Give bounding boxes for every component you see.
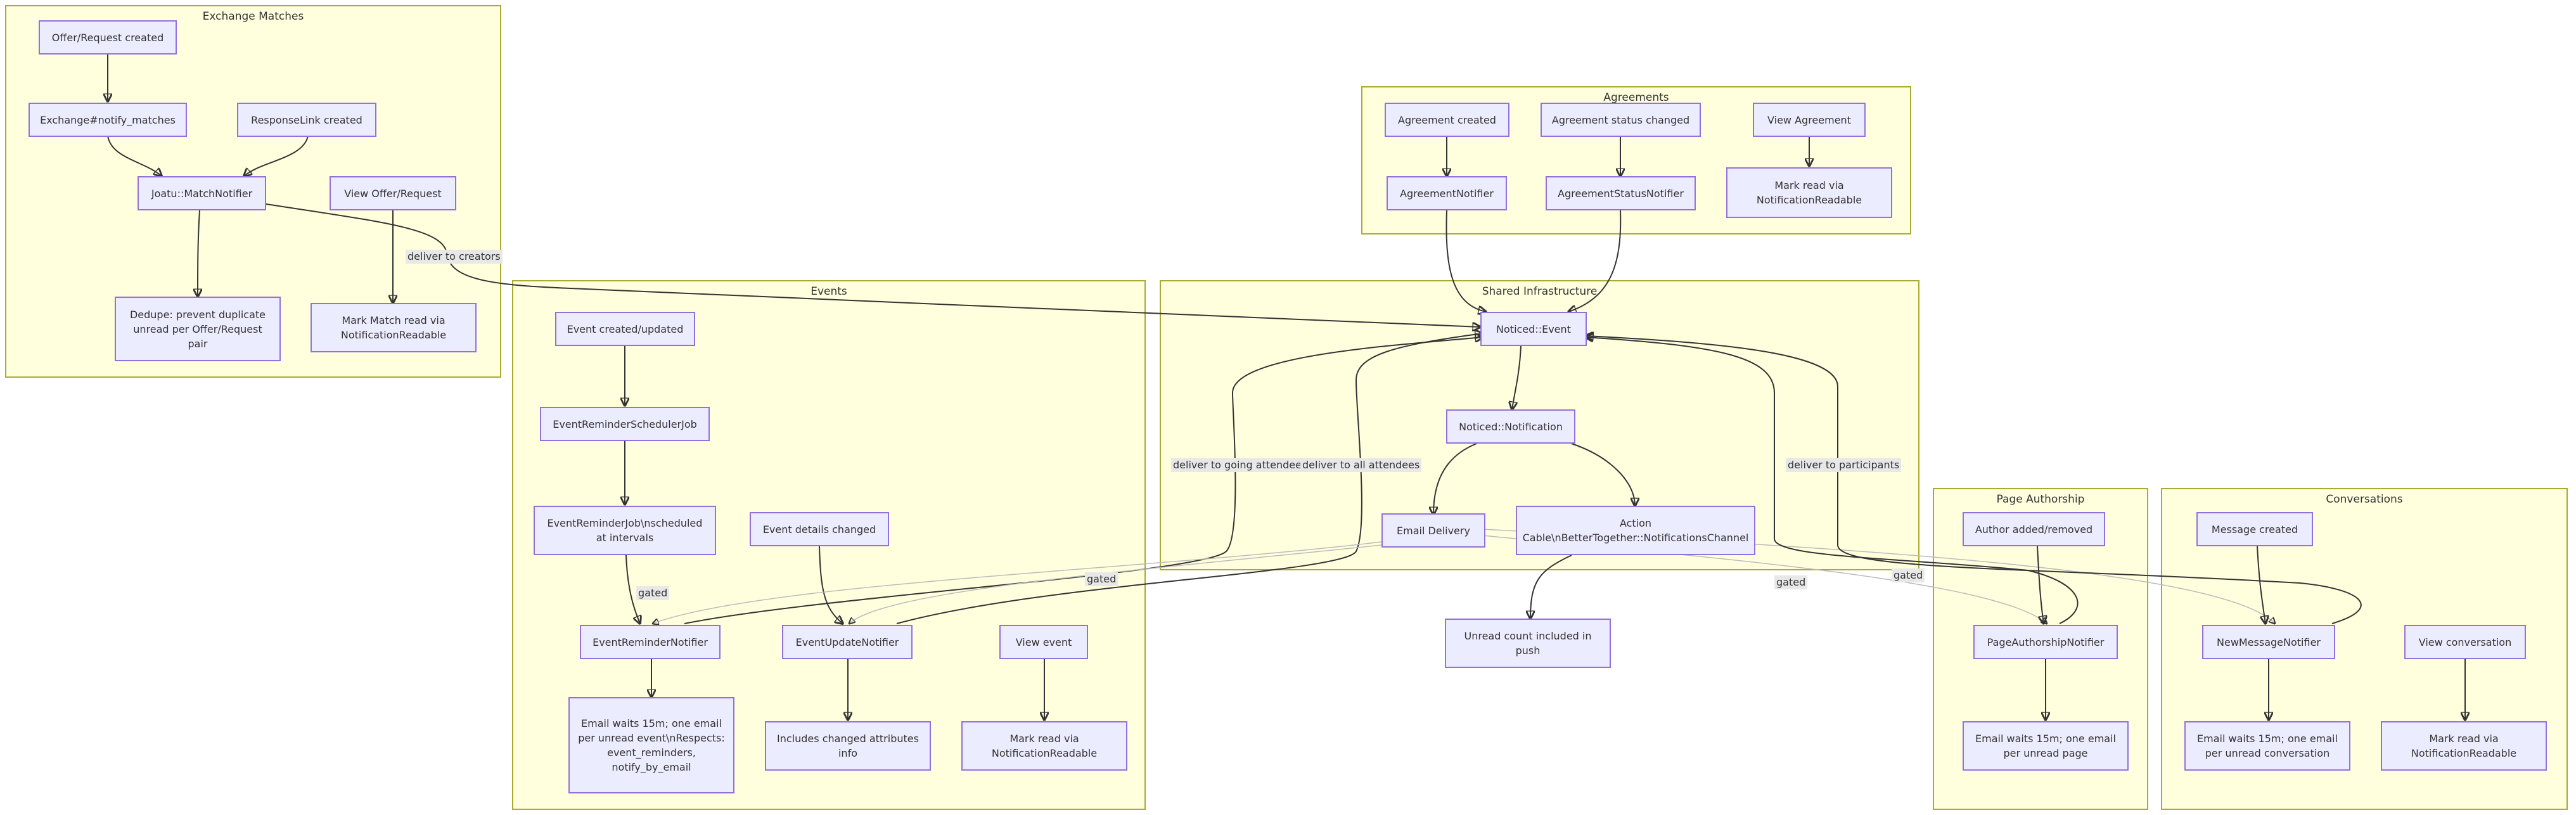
edge-email-to-reminder-notifier (653, 541, 1382, 624)
edge-reminder-notifier-to-noticed-event (684, 337, 1483, 624)
node-event-reminder-scheduler-job: EventReminderSchedulerJob (540, 407, 710, 441)
node-view-event: View event (999, 625, 1088, 659)
edge-agreementnotifier-to-noticed-event (1445, 210, 1486, 312)
edge-reminder-job-to-reminder-notifier (625, 555, 640, 624)
node-dedupe: Dedupe: prevent duplicate unread per Off… (115, 297, 281, 361)
cluster-title: Events (811, 285, 847, 298)
edge-label-deliver-to-participants: deliver to participants (1786, 458, 1902, 472)
edge-page-notifier-to-noticed-event (1586, 337, 2079, 624)
node-noticed-notification: Noticed::Notification (1446, 409, 1575, 444)
cluster-title: Agreements (1603, 91, 1669, 104)
node-unread-count: Unread count included in push (1445, 619, 1611, 668)
edge-label-deliver-to-creators: deliver to creators (406, 250, 503, 264)
node-includes-changed-attributes: Includes changed attributes info (765, 721, 931, 771)
edge-notification-to-action-cable (1571, 443, 1635, 506)
edge-agreementstatusnotifier-to-noticed-event (1568, 210, 1622, 312)
edge-action-cable-to-unread-count (1530, 555, 1572, 619)
edge-label-gated: gated (1774, 575, 1808, 589)
node-responselink-created: ResponseLink created (237, 103, 376, 137)
node-offer-request-created: Offer/Request created (39, 20, 177, 55)
edge-label-deliver-to-going-attendees: deliver to going attendees (1171, 458, 1309, 472)
edge-label-gated: gated (1892, 568, 1925, 582)
edge-matchnotifier-to-dedupe (198, 210, 200, 297)
node-event-details-changed: Event details changed (750, 512, 889, 546)
node-joatu-match-notifier: Joatu::MatchNotifier (138, 176, 266, 210)
node-event-mark-read: Mark read via NotificationReadable (961, 721, 1127, 771)
edge-details-changed-to-update-notifier (819, 546, 843, 624)
edge-update-notifier-to-noticed-event (896, 333, 1483, 624)
node-exchange-notify-matches: Exchange#notify_matches (29, 103, 187, 137)
edge-label-gated: gated (636, 586, 670, 600)
node-view-offer-request: View Offer/Request (330, 176, 456, 210)
cluster-title: Page Authorship (1996, 493, 2085, 506)
node-agreement-created: Agreement created (1385, 103, 1509, 137)
node-event-reminder-notifier: EventReminderNotifier (580, 625, 721, 659)
edge-message-to-new-message-notifier (2257, 546, 2265, 624)
node-event-reminder-job: EventReminderJob\nscheduled at intervals (534, 506, 716, 555)
node-agreement-notifier: AgreementNotifier (1387, 176, 1507, 210)
node-agreement-status-notifier: AgreementStatusNotifier (1546, 176, 1696, 210)
node-conversation-mark-read: Mark read via NotificationReadable (2381, 721, 2547, 771)
node-agreement-mark-read: Mark read via NotificationReadable (1726, 167, 1892, 218)
cluster-title: Shared Infrastructure (1482, 285, 1598, 298)
edge-matchnotifier-to-noticed-event (266, 203, 1480, 327)
edge-label-gated: gated (1085, 572, 1118, 586)
node-page-authorship-notifier: PageAuthorshipNotifier (1973, 625, 2118, 659)
node-noticed-event: Noticed::Event (1480, 312, 1587, 346)
node-event-created-updated: Event created/updated (555, 312, 695, 346)
edge-new-message-notifier-to-noticed-event (1586, 336, 2362, 624)
edge-responselink-to-matchnotifier (244, 135, 309, 176)
edge-notification-to-email-delivery (1433, 443, 1477, 515)
node-event-update-notifier: EventUpdateNotifier (782, 625, 913, 659)
edge-author-to-page-notifier (2037, 546, 2044, 624)
node-page-email: Email waits 15m; one email per unread pa… (1963, 721, 2129, 771)
node-author-added-removed: Author added/removed (1963, 512, 2105, 546)
edge-email-to-update-notifier (849, 544, 1382, 624)
node-event-reminder-email: Email waits 15m; one email per unread ev… (568, 697, 734, 793)
edge-noticed-event-to-notification (1512, 345, 1522, 409)
cluster-title: Conversations (2326, 493, 2403, 506)
node-action-cable: Action Cable\nBetterTogether::Notificati… (1516, 506, 1755, 555)
node-new-message-notifier: NewMessageNotifier (2202, 625, 2335, 659)
cluster-title: Exchange Matches (202, 10, 304, 23)
node-view-agreement: View Agreement (1753, 103, 1866, 137)
node-agreement-status-changed: Agreement status changed (1541, 103, 1701, 137)
node-view-conversation: View conversation (2404, 625, 2526, 659)
node-mark-match-read: Mark Match read via NotificationReadable (311, 303, 477, 352)
node-email-delivery: Email Delivery (1381, 513, 1485, 548)
edge-label-deliver-to-all-attendees: deliver to all attendees (1300, 458, 1422, 472)
node-message-created: Message created (2196, 512, 2313, 546)
node-conversation-email: Email waits 15m; one email per unread co… (2184, 721, 2350, 771)
edge-notify-matches-to-matchnotifier (107, 135, 162, 176)
